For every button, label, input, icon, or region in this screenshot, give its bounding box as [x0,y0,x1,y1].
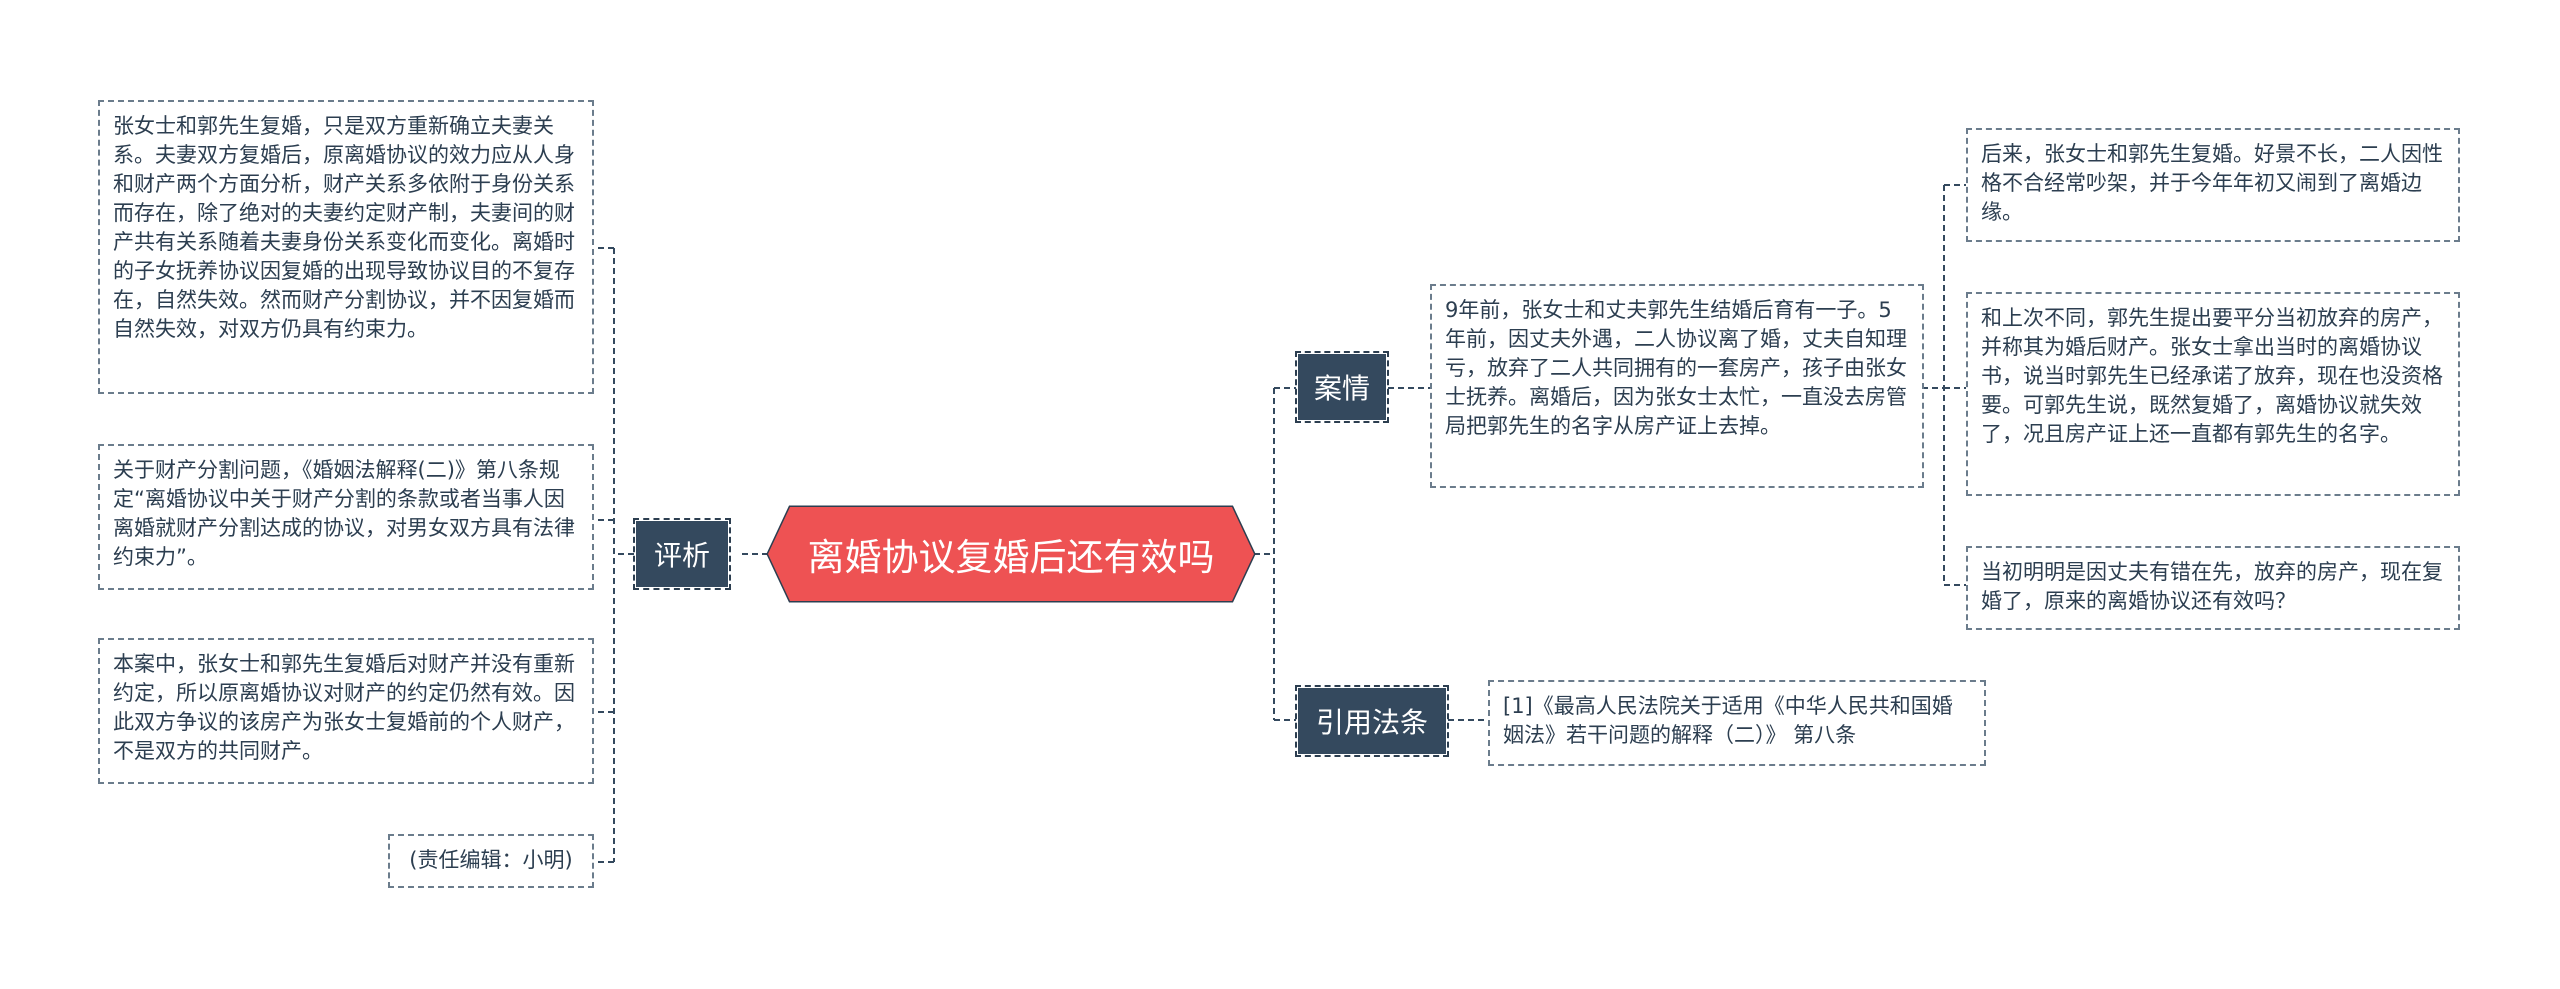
case-leaf-1[interactable]: 后来，张女士和郭先生复婚。好景不长，二人因性格不合经常吵架，并于今年年初又闹到了… [1966,128,2460,242]
branch-law-label: 引用法条 [1315,706,1428,739]
case-main-leaf[interactable]: 9年前，张女士和丈夫郭先生结婚后育有一子。5年前，因丈夫外遇，二人协议离了婚，丈… [1430,284,1924,488]
law-leaf[interactable]: [1]《最高人民法院关于适用《中华人民共和国婚姻法》若干问题的解释（二）》 第八… [1488,680,1986,766]
central-topic-title: 离婚协议复婚后还有效吗 [807,536,1215,579]
branch-law[interactable]: 引用法条 [1295,685,1449,757]
analysis-leaf-1[interactable]: 张女士和郭先生复婚，只是双方重新确立夫妻关系。夫妻双方复婚后，原离婚协议的效力应… [98,100,594,394]
case-leaf-2[interactable]: 和上次不同，郭先生提出要平分当初放弃的房产，并称其为婚后财产。张女士拿出当时的离… [1966,292,2460,496]
case-leaf-3[interactable]: 当初明明是因丈夫有错在先，放弃的房产，现在复婚了，原来的离婚协议还有效吗？ [1966,546,2460,630]
branch-case[interactable]: 案情 [1295,351,1389,423]
branch-analysis-label: 评析 [653,539,710,572]
central-topic[interactable]: 离婚协议复婚后还有效吗 [768,507,1254,601]
analysis-leaf-2[interactable]: 关于财产分割问题，《婚姻法解释(二)》第八条规定“离婚协议中关于财产分割的条款或… [98,444,594,590]
branch-analysis[interactable]: 评析 [633,518,731,590]
analysis-leaf-3[interactable]: 本案中，张女士和郭先生复婚后对财产并没有重新约定，所以原离婚协议对财产的约定仍然… [98,638,594,784]
branch-case-label: 案情 [1313,372,1370,405]
analysis-leaf-editor[interactable]: (责任编辑：小明) [388,834,594,888]
